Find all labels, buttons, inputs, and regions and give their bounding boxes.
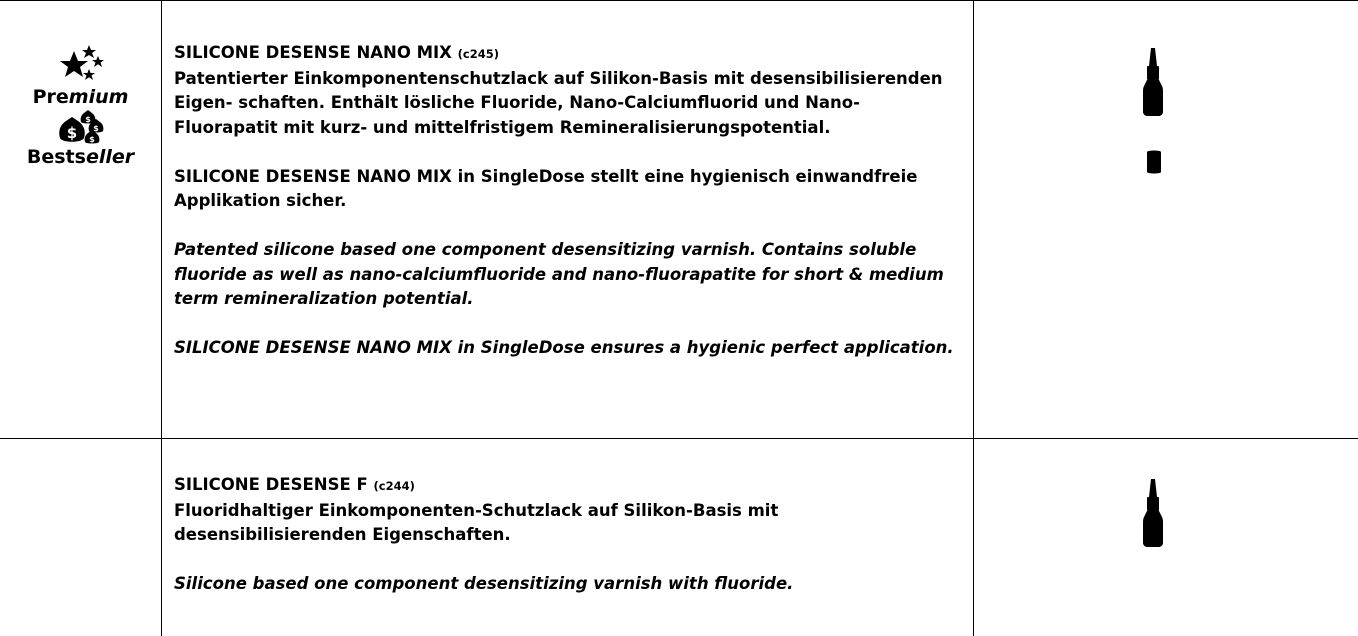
description-en-singledose: SILICONE DESENSE NANO MIX in SingleDose … [174,338,954,357]
premium-bestseller-badge: Premium $ $ $ $ Bestseller [0,45,161,169]
svg-text:$: $ [89,135,95,144]
svg-text:$: $ [66,124,76,142]
description-de: Fluoridhaltiger Einkomponenten-Schutzlac… [174,500,779,545]
dropper-bottle-icon [1143,48,1163,116]
money-bags-icon: $ $ $ $ [58,110,103,144]
description-cell: SILICONE DESENSE NANO MIX (c245) Patenti… [161,1,973,438]
packaging-cell [973,438,1358,636]
description-de: Patentierter Einkomponentenschutzlack au… [174,68,943,137]
product-title: SILICONE DESENSE NANO MIX [174,43,452,62]
premium-label: Premium [32,86,129,108]
product-row: SILICONE DESENSE F (c244) Fluoridhaltige… [0,438,1358,636]
single-dose-cup-icon [1147,150,1161,174]
description-cell: SILICONE DESENSE F (c244) Fluoridhaltige… [161,438,973,636]
svg-text:$: $ [93,124,99,133]
product-description: SILICONE DESENSE NANO MIX (c245) Patenti… [174,41,963,385]
stars-icon [59,45,104,80]
product-code: (c245) [457,47,499,61]
dropper-bottle-icon [1143,479,1163,547]
product-row: Premium $ $ $ $ Bestseller SILICONE DESE [0,0,1358,439]
badge-cell: Premium $ $ $ $ Bestseller [0,1,161,438]
badge-cell [0,438,161,636]
bestseller-label: Bestseller [26,146,135,168]
product-title: SILICONE DESENSE F [174,475,368,494]
description-en: Silicone based one component desensitizi… [174,574,794,593]
product-description: SILICONE DESENSE F (c244) Fluoridhaltige… [174,473,963,621]
packaging-cell [973,1,1358,438]
svg-text:$: $ [85,115,91,124]
product-code: (c244) [373,479,415,493]
description-de-singledose: SILICONE DESENSE NANO MIX in SingleDose … [174,166,918,211]
description-en: Patented silicone based one component de… [174,240,944,308]
